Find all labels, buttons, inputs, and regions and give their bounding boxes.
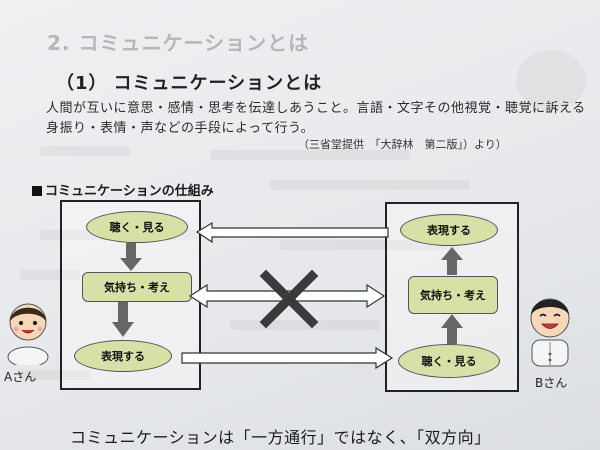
diagram-title-text: コミュニケーションの仕組み bbox=[45, 184, 214, 199]
person-b-step-listen: 聴く・見る bbox=[398, 344, 500, 378]
person-a-avatar-icon bbox=[7, 303, 49, 365]
person-b-avatar-icon bbox=[530, 298, 570, 367]
diagram-caption: コミュニケーションは「一方通行」ではなく、「双方向」 bbox=[70, 428, 491, 447]
definition-line-1: 人間が互いに意思・感情・思考を伝達しあうこと。言語・文字その他視覚・聴覚に訴える bbox=[46, 101, 586, 116]
definition-source: （三省堂提供 「大辞林 第二版」）より） bbox=[298, 138, 507, 151]
person-a-step-feelings: 気持ち・考え bbox=[82, 272, 192, 302]
person-a-step-listen: 聴く・見る bbox=[86, 211, 188, 243]
top-arrow-left bbox=[195, 221, 389, 244]
person-b-label: Bさん bbox=[535, 376, 568, 390]
person-a-step-express: 表現する bbox=[74, 340, 172, 372]
section-number: （1） bbox=[56, 73, 108, 94]
section-heading: （1）コミュニケーションとは bbox=[56, 69, 322, 95]
cross-mark-icon bbox=[259, 269, 319, 329]
middle-double-arrow bbox=[188, 283, 386, 309]
faded-background-illustration bbox=[516, 50, 586, 110]
person-b-step-feelings: 気持ち・考え bbox=[408, 276, 498, 314]
bottom-arrow-right bbox=[181, 346, 394, 370]
person-a-label: Aさん bbox=[4, 370, 37, 384]
chapter-heading: 2. コミュニケーションとは bbox=[47, 31, 310, 55]
black-square-icon bbox=[32, 186, 42, 196]
diagram-title: コミュニケーションの仕組み bbox=[32, 180, 214, 199]
section-heading-text: コミュニケーションとは bbox=[113, 73, 323, 94]
definition-line-2: 身振り・表情・声などの手段によって行う。 bbox=[46, 121, 315, 136]
person-b-step-express: 表現する bbox=[400, 214, 498, 246]
